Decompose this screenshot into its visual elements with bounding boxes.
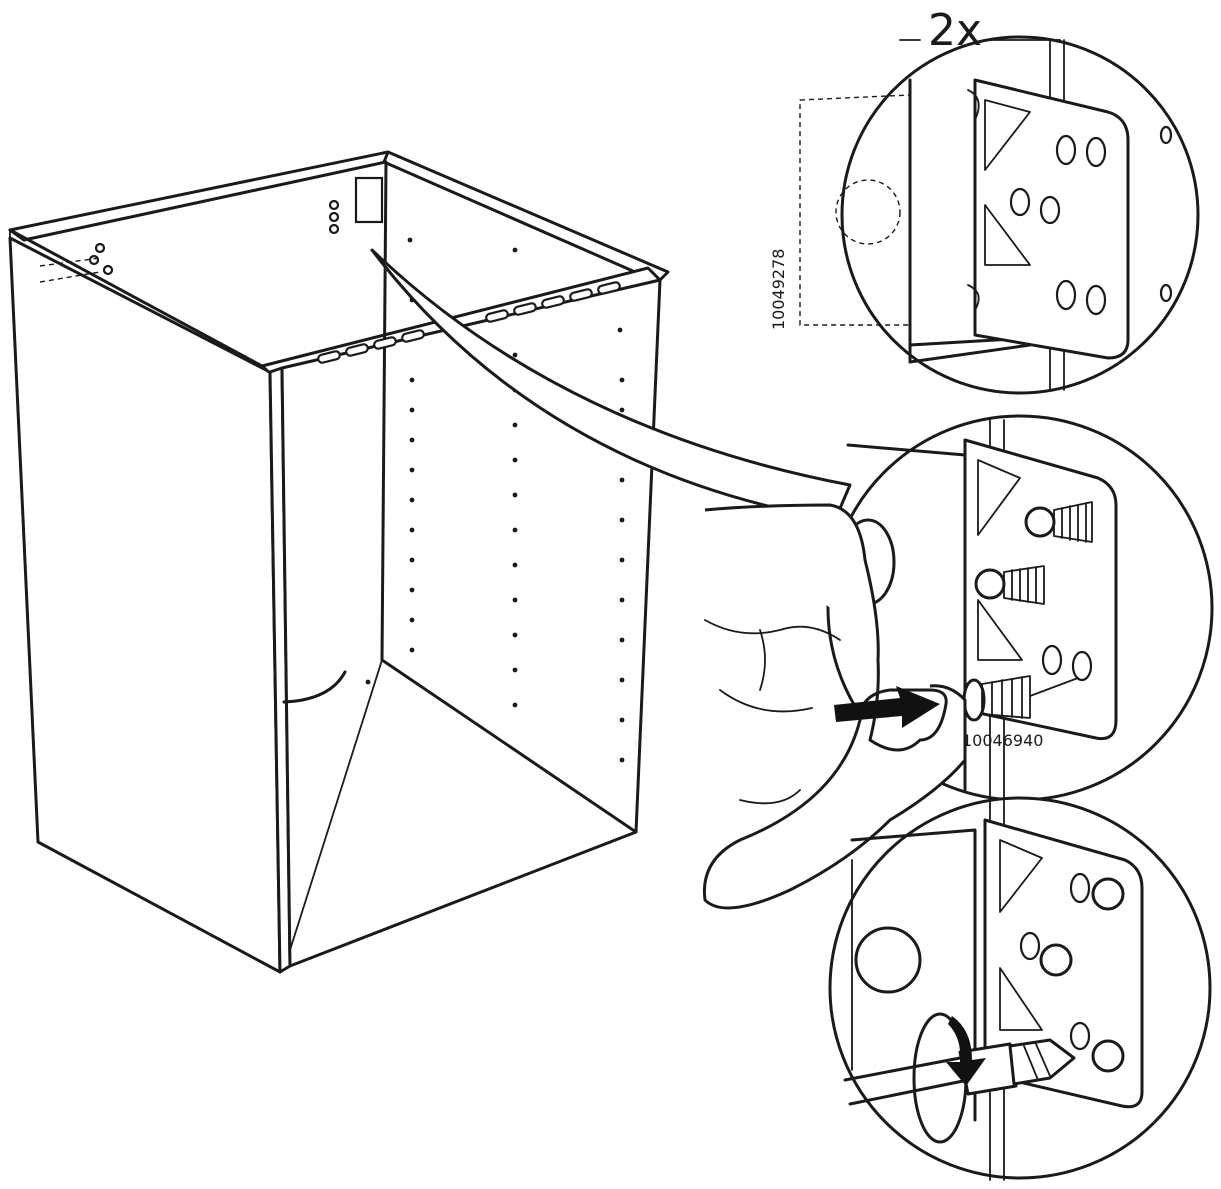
- rail-slots: [317, 281, 621, 364]
- screw: [1024, 501, 1093, 543]
- panel-cutout: [282, 670, 347, 704]
- bottom-inner-edge: [289, 659, 383, 951]
- rotate-arrow: [946, 1016, 986, 1086]
- cabinet-left-panel: [8, 236, 282, 974]
- cabinet-right-panel: [280, 278, 662, 968]
- cabinet-frame: [8, 150, 670, 974]
- top-edge-front-left: [8, 228, 264, 368]
- cabinet-top-rail-back: [382, 150, 670, 284]
- screwdriver: [843, 1012, 1076, 1144]
- part-number-rail: 10049278: [769, 249, 788, 330]
- rail-screws: [88, 176, 384, 276]
- callout-leader: [370, 248, 852, 522]
- screw: [974, 565, 1045, 605]
- push-arrow: [834, 686, 940, 728]
- part-number-screw: 10046940: [962, 731, 1043, 750]
- quantity-label: 2x: [928, 5, 982, 56]
- rail-bracket: [354, 176, 384, 224]
- shelf-pin-holes: [365, 237, 625, 763]
- detail-circle-top: [799, 35, 1200, 395]
- detail-circle-bottom: [828, 796, 1212, 1181]
